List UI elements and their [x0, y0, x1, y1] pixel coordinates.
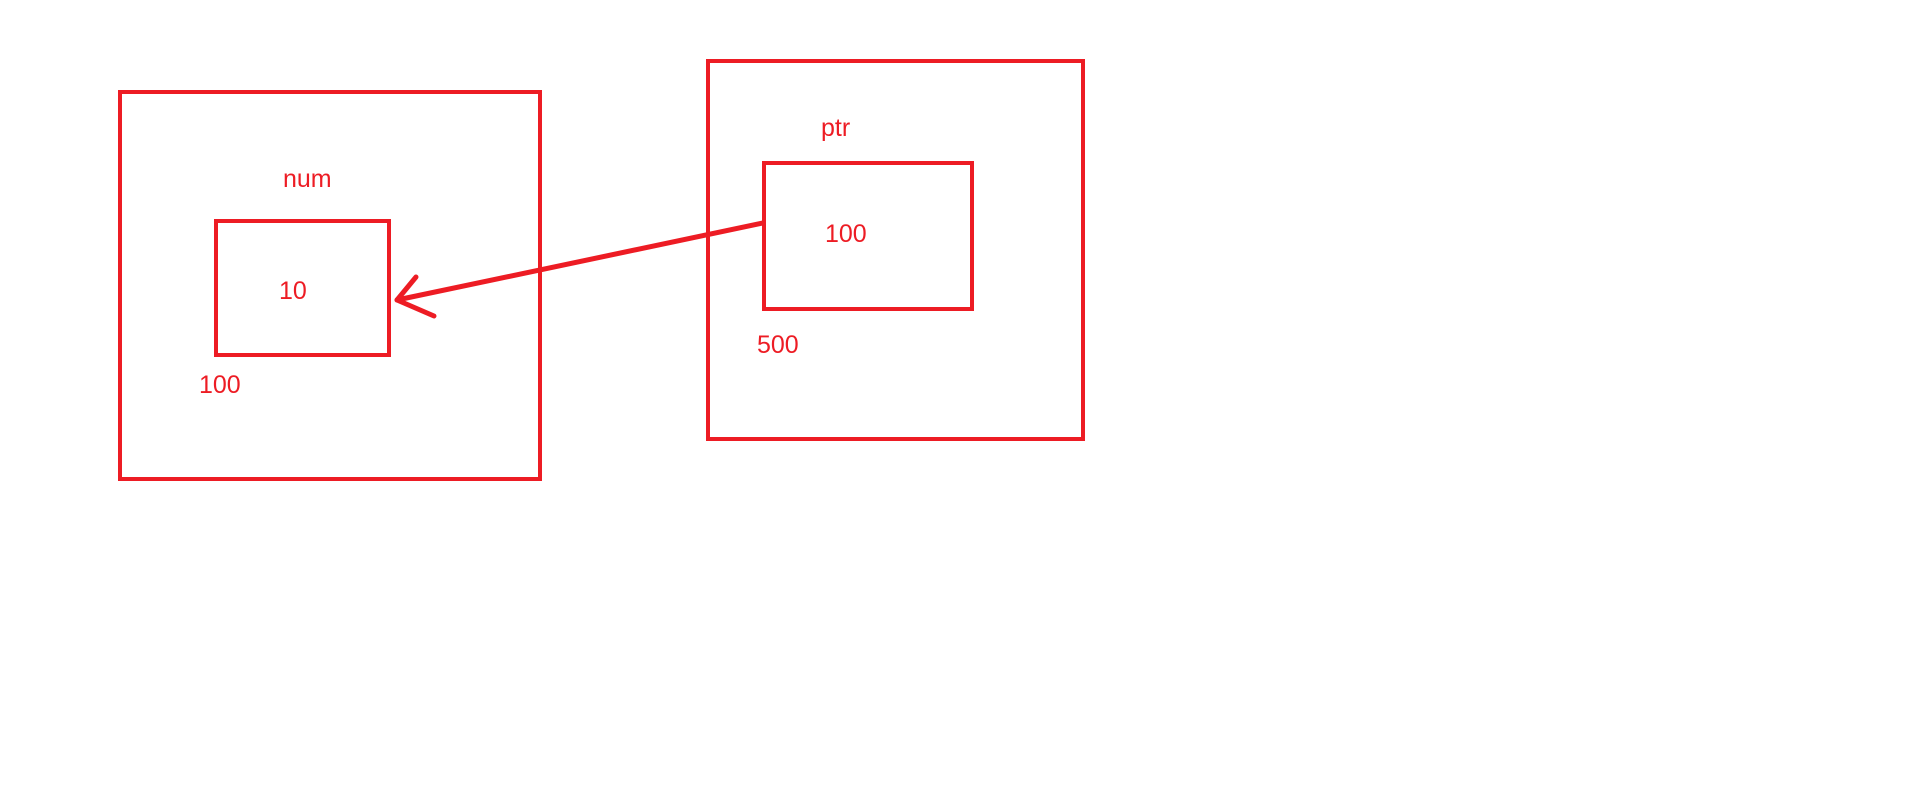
variable-ptr: ptr 100 500 [706, 59, 1085, 441]
num-address-label: 100 [199, 371, 241, 399]
ptr-memory-frame [706, 59, 1085, 441]
pointer-arrow-shaft [394, 220, 766, 303]
num-memory-frame [118, 90, 542, 481]
pointer-arrow [394, 220, 766, 319]
ptr-value-label: 100 [825, 220, 867, 248]
pointer-arrowhead-icon [394, 274, 437, 319]
ptr-name-label: ptr [821, 114, 850, 142]
variable-num: num 10 100 [118, 90, 542, 481]
num-value-cell [214, 219, 391, 357]
num-name-label: num [283, 165, 332, 193]
ptr-address-label: 500 [757, 331, 799, 359]
ptr-value-cell [762, 161, 974, 311]
num-value-label: 10 [279, 277, 307, 305]
